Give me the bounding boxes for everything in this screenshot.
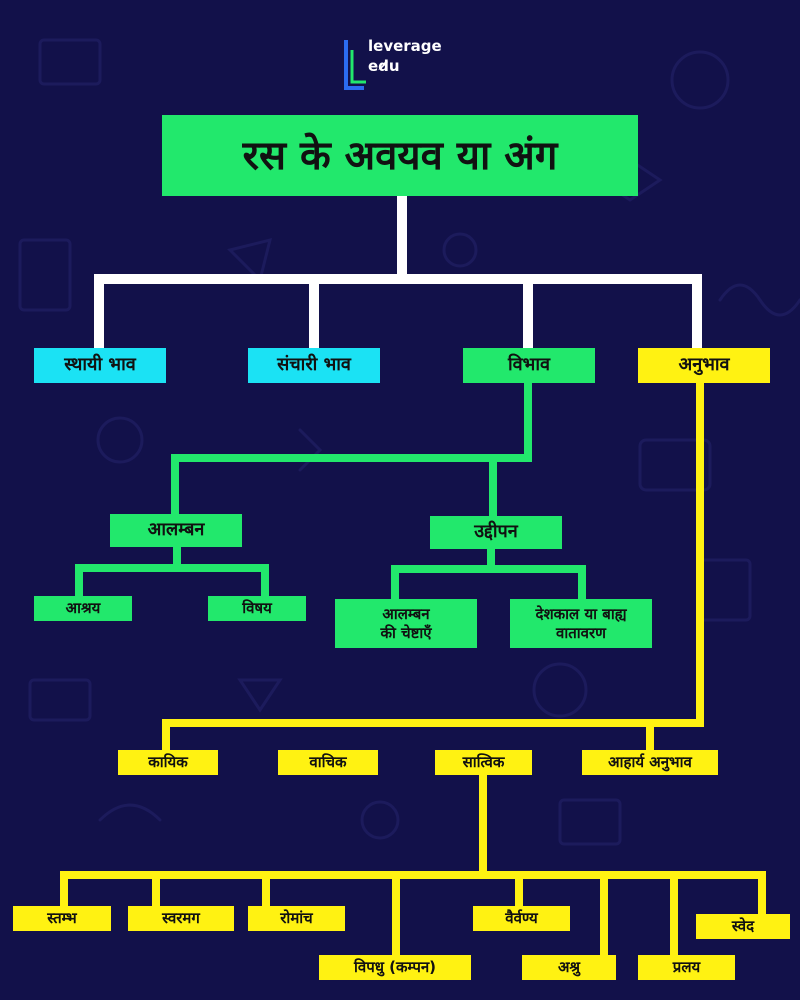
node-alamban: आलम्बन	[110, 514, 242, 547]
node-vishay: विषय	[208, 596, 306, 621]
node-deshkal-vatavaran: देशकाल या बाह्य वातावरण	[510, 599, 652, 648]
node-vipdhu-kampan: विपधु (कम्पन)	[319, 955, 471, 980]
node-uddipan: उद्दीपन	[430, 516, 562, 549]
node-vachik: वाचिक	[278, 750, 378, 775]
node-sthayi-bhav: स्थायी भाव	[34, 348, 166, 383]
node-romanch: रोमांच	[248, 906, 345, 931]
node-ashru: अश्रु	[522, 955, 616, 980]
node-swarbhang: स्वरमग	[128, 906, 234, 931]
logo-text: leverage edu	[368, 37, 442, 75]
yellow-connectors	[60, 383, 766, 955]
rocket-icon	[378, 60, 388, 70]
page-title: रस के अवयव या अंग	[162, 115, 638, 196]
white-connectors	[94, 196, 702, 348]
node-swed: स्वेद	[696, 914, 790, 939]
node-kayik: कायिक	[118, 750, 218, 775]
node-alamban-cheshtayen: आलम्बन की चेष्टाएँ	[335, 599, 477, 648]
node-pralay: प्रलय	[638, 955, 735, 980]
node-sanchari-bhav: संचारी भाव	[248, 348, 380, 383]
logo-mark-icon	[344, 40, 366, 90]
node-ashray: आश्रय	[34, 596, 132, 621]
node-stambh: स्तम्भ	[13, 906, 111, 931]
leverage-edu-logo: leverage edu	[342, 34, 472, 98]
node-satvik: सात्विक	[435, 750, 532, 775]
node-aharya-anubhav: आहार्य अनुभाव	[582, 750, 718, 775]
node-anubhav: अनुभाव	[638, 348, 770, 383]
green-connectors	[75, 383, 586, 599]
node-vaivarnya: वैर्वण्य	[473, 906, 570, 931]
node-vibhav: विभाव	[463, 348, 595, 383]
